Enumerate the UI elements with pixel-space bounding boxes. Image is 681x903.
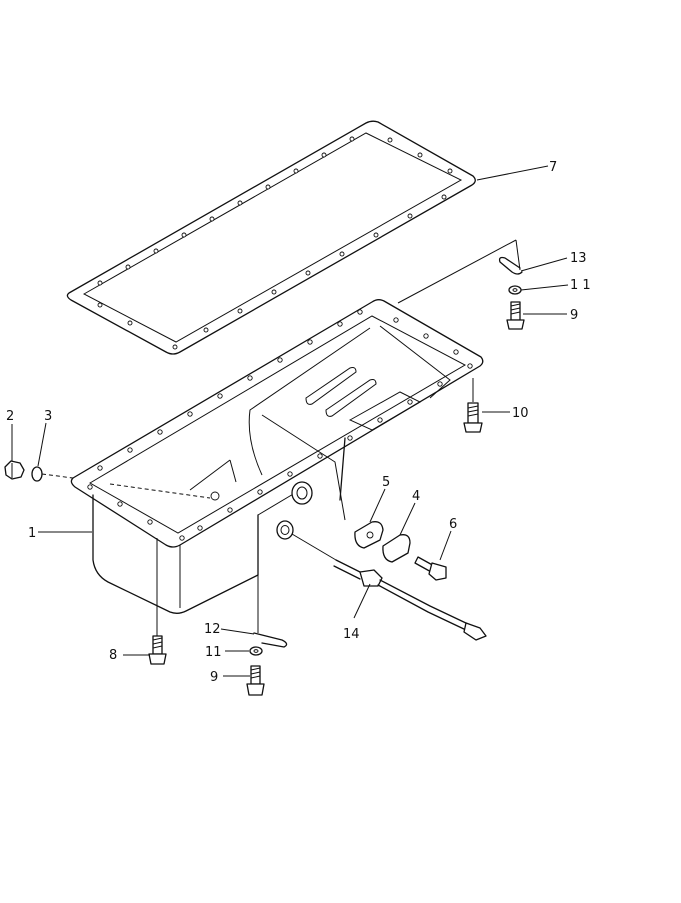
callout-9-lower: 9 bbox=[210, 670, 218, 685]
o-ring bbox=[31, 466, 43, 482]
bolt-9-upper bbox=[506, 301, 525, 330]
callout-4: 4 bbox=[412, 489, 420, 504]
bolt-8 bbox=[148, 635, 167, 665]
pan-flange-bolt-holes bbox=[87, 309, 473, 541]
callout-2: 2 bbox=[6, 409, 14, 424]
callout-11-lower: 11 bbox=[205, 645, 222, 660]
callout-10: 10 bbox=[512, 406, 529, 421]
oil-pan bbox=[70, 299, 484, 614]
gasket bbox=[66, 120, 476, 355]
drain-plug bbox=[4, 460, 25, 480]
callout-12: 12 bbox=[204, 622, 221, 637]
callout-11-upper: 1 1 bbox=[570, 278, 591, 293]
washer-lower bbox=[249, 646, 263, 656]
dipstick-boss bbox=[291, 481, 313, 505]
callout-5: 5 bbox=[382, 475, 390, 490]
callout-9-upper: 9 bbox=[570, 308, 578, 323]
washer-lower-hole bbox=[253, 649, 259, 653]
washer-upper bbox=[508, 285, 522, 295]
cover-gasket bbox=[354, 521, 384, 549]
callout-13: 13 bbox=[570, 251, 587, 266]
callout-8: 8 bbox=[109, 648, 117, 663]
cover-plate bbox=[382, 534, 411, 563]
leader-lines bbox=[11, 165, 569, 677]
callout-7: 7 bbox=[549, 160, 557, 175]
callout-14: 14 bbox=[343, 627, 360, 642]
clip-12 bbox=[253, 632, 288, 648]
dipstick bbox=[291, 533, 487, 641]
callout-6: 6 bbox=[449, 517, 457, 532]
callout-3: 3 bbox=[44, 409, 52, 424]
tube-adapter bbox=[276, 520, 294, 540]
washer-upper-hole bbox=[512, 288, 518, 292]
gasket-bolt-holes bbox=[97, 136, 453, 350]
bolt-6 bbox=[414, 556, 447, 581]
callout-1: 1 bbox=[28, 526, 36, 541]
callouts: 1 2 3 4 5 6 7 8 9 9 10 1 1 11 12 13 14 bbox=[6, 160, 591, 685]
bolt-10 bbox=[463, 402, 483, 433]
clip-13 bbox=[498, 256, 523, 275]
bolt-9-lower bbox=[246, 665, 265, 696]
